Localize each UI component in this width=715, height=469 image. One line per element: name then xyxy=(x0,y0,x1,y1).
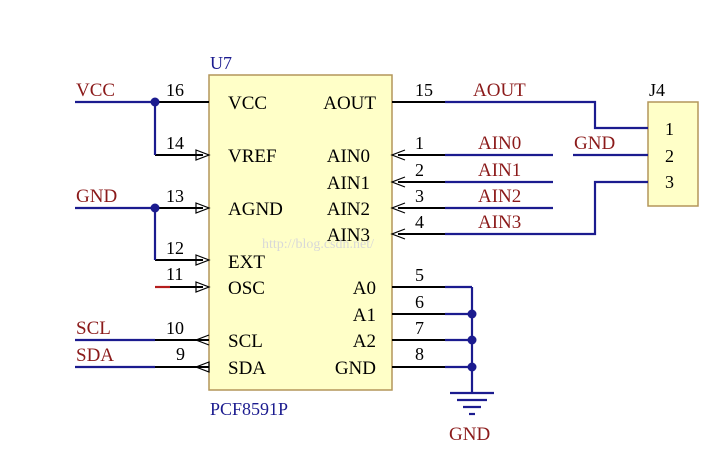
wire-aout xyxy=(445,100,648,130)
input-marker-11 xyxy=(195,281,211,293)
left-pin-markers xyxy=(194,149,211,373)
input-marker-10 xyxy=(194,334,210,346)
input-marker-2 xyxy=(390,176,406,188)
input-marker-1 xyxy=(390,149,406,161)
right-pin-names: AOUT AIN0 AIN1 AIN2 AIN3 A0 A1 A2 GND xyxy=(323,93,376,379)
net-label-vcc: VCC xyxy=(76,80,115,101)
pin-name-scl: SCL xyxy=(228,331,263,352)
pin-number-12: 12 xyxy=(166,238,184,258)
pin-name-a2: A2 xyxy=(353,331,376,352)
pin-number-16: 16 xyxy=(166,80,184,100)
pin-number-10: 10 xyxy=(166,318,184,338)
right-pin-lines xyxy=(392,101,445,368)
bidir-marker-9 xyxy=(194,361,210,373)
pin-number-9: 9 xyxy=(176,344,185,364)
pin-name-sda: SDA xyxy=(228,358,266,379)
pin-number-6: 6 xyxy=(415,292,424,312)
pin-number-7: 7 xyxy=(415,318,424,338)
pin-number-13: 13 xyxy=(166,186,184,206)
pin-name-a0: A0 xyxy=(353,278,376,299)
ic-body xyxy=(208,74,393,391)
net-label-sda: SDA xyxy=(76,345,114,366)
ic-ref-label: U7 xyxy=(210,53,232,73)
pin-number-2: 2 xyxy=(415,160,424,180)
junction-dot xyxy=(467,362,477,372)
pin-number-11: 11 xyxy=(166,264,183,284)
pin-number-8: 8 xyxy=(415,344,424,364)
pin-number-4: 4 xyxy=(415,212,424,232)
junction-dot xyxy=(467,335,477,345)
connector-pin-label-2: 2 xyxy=(665,146,674,166)
input-marker-12 xyxy=(195,254,211,266)
net-label-ain2: AIN2 xyxy=(478,186,521,207)
connector-pin-label-1: 1 xyxy=(665,119,674,139)
pin-name-aout: AOUT xyxy=(323,93,376,114)
watermark-text: http://blog.csdn.net/ xyxy=(262,237,374,252)
pin-name-ain2: AIN2 xyxy=(327,199,370,220)
net-label-ain1: AIN1 xyxy=(478,160,521,181)
net-label-gnd-j4: GND xyxy=(574,133,615,154)
right-pin-markers xyxy=(390,149,406,240)
pin-name-osc: OSC xyxy=(228,278,265,299)
pin-name-vref: VREF xyxy=(228,146,277,167)
input-marker-4 xyxy=(390,228,406,240)
connector-body xyxy=(647,101,699,207)
pin-number-14: 14 xyxy=(166,133,184,153)
pin-name-agnd: AGND xyxy=(228,199,283,220)
net-label-ain3: AIN3 xyxy=(478,212,521,233)
pin-number-5: 5 xyxy=(415,265,424,285)
pin-name-a1: A1 xyxy=(353,305,376,326)
left-pin-numbers: 16 14 13 12 11 10 9 xyxy=(166,80,185,364)
net-label-gnd-left: GND xyxy=(76,186,117,207)
net-label-scl: SCL xyxy=(76,318,111,339)
pin-name-gnd: GND xyxy=(335,358,376,379)
pin-number-15: 15 xyxy=(415,80,433,100)
input-marker-14 xyxy=(195,149,211,161)
input-marker-13 xyxy=(195,202,211,214)
junction-dot xyxy=(150,97,160,107)
connector-pin-label-3: 3 xyxy=(665,172,674,192)
pin-name-ain3: AIN3 xyxy=(327,225,370,246)
pin-number-3: 3 xyxy=(415,186,424,206)
net-label-aout: AOUT xyxy=(473,80,526,101)
left-pin-names: VCC VREF AGND EXT OSC SCL SDA xyxy=(228,93,283,379)
net-labels: VCC GND SCL SDA AOUT AIN0 AIN1 AIN2 AIN3… xyxy=(76,80,615,445)
ground-symbol-icon xyxy=(450,391,494,416)
pin-name-ain1: AIN1 xyxy=(327,173,370,194)
junctions xyxy=(150,97,477,372)
input-marker-3 xyxy=(390,202,406,214)
right-pin-numbers: 15 1 2 3 4 5 6 7 8 xyxy=(415,80,433,364)
pin-name-vcc: VCC xyxy=(228,93,267,114)
junction-dot xyxy=(150,203,160,213)
pin-name-ain0: AIN0 xyxy=(327,146,370,167)
pin-number-1: 1 xyxy=(415,133,424,153)
junction-dot xyxy=(467,309,477,319)
connector-ref-label: J4 xyxy=(649,80,665,100)
pin-name-ext: EXT xyxy=(228,252,265,273)
wire-ain3-to-j4 xyxy=(445,180,648,236)
net-label-gnd-bottom: GND xyxy=(449,424,490,445)
ic-part-label: PCF8591P xyxy=(210,399,288,419)
net-label-ain0: AIN0 xyxy=(478,133,521,154)
